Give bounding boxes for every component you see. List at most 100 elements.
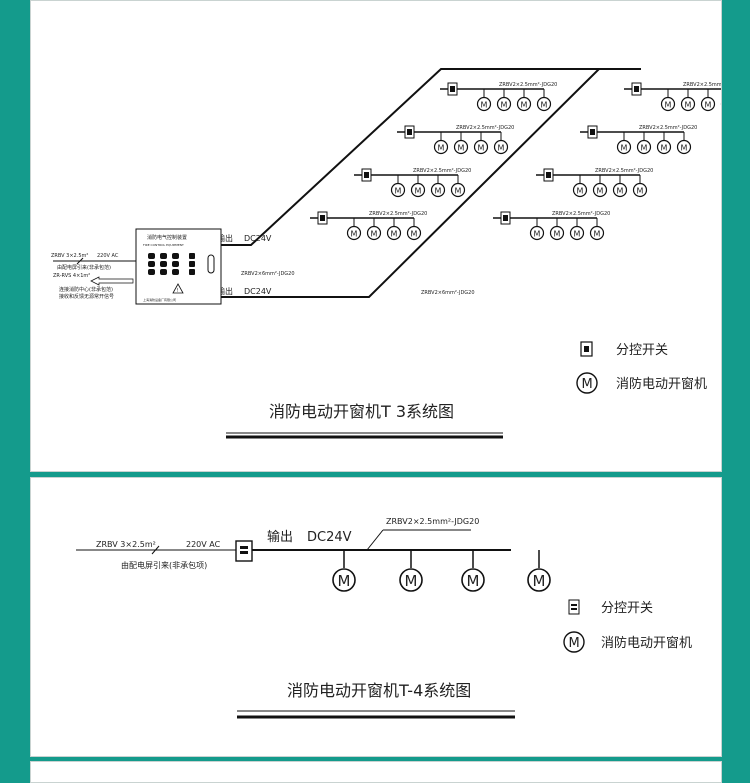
motor-letter: M bbox=[594, 230, 601, 239]
motor-letter: M bbox=[481, 101, 488, 110]
motor-icon bbox=[616, 139, 632, 155]
t4-title: 消防电动开窗机T-4系统图 bbox=[287, 681, 471, 700]
t4-legend-motor-letter: M bbox=[569, 636, 580, 651]
t4-legend-motor-icon bbox=[563, 631, 585, 653]
t3-supply-cable: ZRBV 3×2.5m² bbox=[51, 253, 88, 259]
t3-diagram-svg: 输出 DC24V 输出 DC24V ZRBV2×6mm²-JDG20 ZRBV2… bbox=[51, 68, 721, 439]
switch-icon-inner bbox=[590, 129, 595, 135]
motor-icon bbox=[700, 96, 716, 112]
diagram-panel-next bbox=[30, 761, 722, 783]
motor-icon bbox=[656, 139, 672, 155]
motor-icon bbox=[473, 139, 489, 155]
t4-supply-cable: ZRBV 3×2.5m² bbox=[96, 540, 156, 549]
motor-letter: M bbox=[705, 101, 712, 110]
t4-motor-letter: M bbox=[533, 572, 546, 590]
motor-letter: M bbox=[681, 144, 688, 153]
dc-label-upper: DC24V bbox=[244, 234, 272, 243]
legend-motor-icon bbox=[576, 372, 598, 394]
motor-letter: M bbox=[411, 230, 418, 239]
t4-dc-label: DC24V bbox=[307, 530, 352, 545]
trunk-cable-label-upper: ZRBV2×6mm²-JDG20 bbox=[241, 271, 295, 277]
motor-icon bbox=[529, 225, 545, 241]
motor-icon bbox=[636, 139, 652, 155]
motor-letter: M bbox=[458, 144, 465, 153]
switch-icon-inner bbox=[503, 215, 508, 221]
t4-cable-leader bbox=[366, 529, 384, 551]
t3-legend-motor-label: 消防电动开窗机 bbox=[616, 376, 707, 392]
t3-signal-note-1: 连接消防中心(非承包范) bbox=[59, 286, 113, 293]
box-indicator bbox=[189, 261, 195, 267]
diagram-panel-t4: ZRBV 3×2.5m² 220V AC 由配电屏引来(非承包项) 输出 DC2… bbox=[30, 477, 722, 757]
motor-letter: M bbox=[574, 230, 581, 239]
motor-letter: M bbox=[395, 187, 402, 196]
control-box-title: 消防电气控制装置 bbox=[147, 234, 187, 241]
motor-letter: M bbox=[498, 144, 505, 153]
motor-icon bbox=[453, 139, 469, 155]
branch-cable-label: ZRBV2×2.5mm²-JDG20 bbox=[552, 211, 610, 217]
motor-letter: M bbox=[534, 230, 541, 239]
motor-letter: M bbox=[371, 230, 378, 239]
branch-cable-label: ZRBV2×2.5mm²-JDG20 bbox=[456, 125, 514, 131]
output-label-upper: 输出 bbox=[217, 233, 233, 243]
control-box-footer: 上海消防设备厂有限公司 bbox=[143, 297, 176, 302]
t3-supply-voltage: 220V AC bbox=[97, 253, 119, 259]
motor-icon bbox=[493, 139, 509, 155]
motor-icon bbox=[366, 225, 382, 241]
motor-icon bbox=[632, 182, 648, 198]
motor-letter: M bbox=[521, 101, 528, 110]
switch-icon-inner bbox=[364, 172, 369, 178]
motor-letter: M bbox=[391, 230, 398, 239]
box-indicator bbox=[189, 253, 195, 259]
motor-icon bbox=[569, 225, 585, 241]
box-button bbox=[160, 269, 167, 275]
switch-icon-inner bbox=[546, 172, 551, 178]
t4-motor-icon bbox=[461, 568, 485, 592]
t4-motor-icon bbox=[399, 568, 423, 592]
t4-legend-switch-icon bbox=[568, 599, 580, 615]
t4-legend-switch-bar2 bbox=[571, 608, 577, 610]
motor-letter: M bbox=[455, 187, 462, 196]
motor-icon bbox=[572, 182, 588, 198]
motor-letter: M bbox=[665, 101, 672, 110]
box-button bbox=[148, 253, 155, 259]
motor-icon bbox=[589, 225, 605, 241]
motor-icon bbox=[496, 96, 512, 112]
motor-letter: M bbox=[501, 101, 508, 110]
t4-legend-motor-label: 消防电动开窗机 bbox=[601, 635, 692, 651]
box-button bbox=[160, 261, 167, 267]
control-box-subtitle: FIRE CONTROL EQUIPMENT bbox=[143, 243, 184, 247]
t3-supply-source: 由配电屏引来(非承包范) bbox=[57, 264, 111, 271]
box-key-switch bbox=[207, 254, 215, 274]
t3-title: 消防电动开窗机T 3系统图 bbox=[269, 402, 454, 421]
box-button bbox=[148, 261, 155, 267]
trunk-line-lower bbox=[221, 68, 641, 298]
output-label-lower: 输出 bbox=[217, 286, 233, 296]
motor-icon bbox=[516, 96, 532, 112]
box-button bbox=[148, 269, 155, 275]
diagram-panel-t3: 输出 DC24V 输出 DC24V ZRBV2×6mm²-JDG20 ZRBV2… bbox=[30, 0, 722, 472]
t4-branch-cable: ZRBV2×2.5mm²-JDG20 bbox=[386, 517, 479, 526]
switch-icon-inner bbox=[634, 86, 639, 92]
motor-letter: M bbox=[435, 187, 442, 196]
t4-motor-letter: M bbox=[467, 572, 480, 590]
motor-icon bbox=[612, 182, 628, 198]
legend-switch-icon-inner bbox=[584, 346, 589, 352]
box-button bbox=[172, 253, 179, 259]
t4-switch-icon-bar1 bbox=[240, 546, 248, 549]
t4-switch-icon-bar2 bbox=[240, 551, 248, 554]
box-button bbox=[172, 261, 179, 267]
switch-icon-inner bbox=[320, 215, 325, 221]
motor-icon bbox=[676, 139, 692, 155]
control-box-buttons bbox=[148, 253, 215, 275]
warning-triangle-icon bbox=[172, 283, 184, 294]
motor-icon bbox=[536, 96, 552, 112]
legend-motor-letter: M bbox=[582, 377, 593, 392]
t4-output-label: 输出 bbox=[267, 529, 293, 545]
t4-motor-icon bbox=[332, 568, 356, 592]
motor-icon bbox=[450, 182, 466, 198]
motor-icon bbox=[410, 182, 426, 198]
t4-supply-tick bbox=[151, 545, 160, 555]
motor-letter: M bbox=[554, 230, 561, 239]
motor-icon bbox=[592, 182, 608, 198]
